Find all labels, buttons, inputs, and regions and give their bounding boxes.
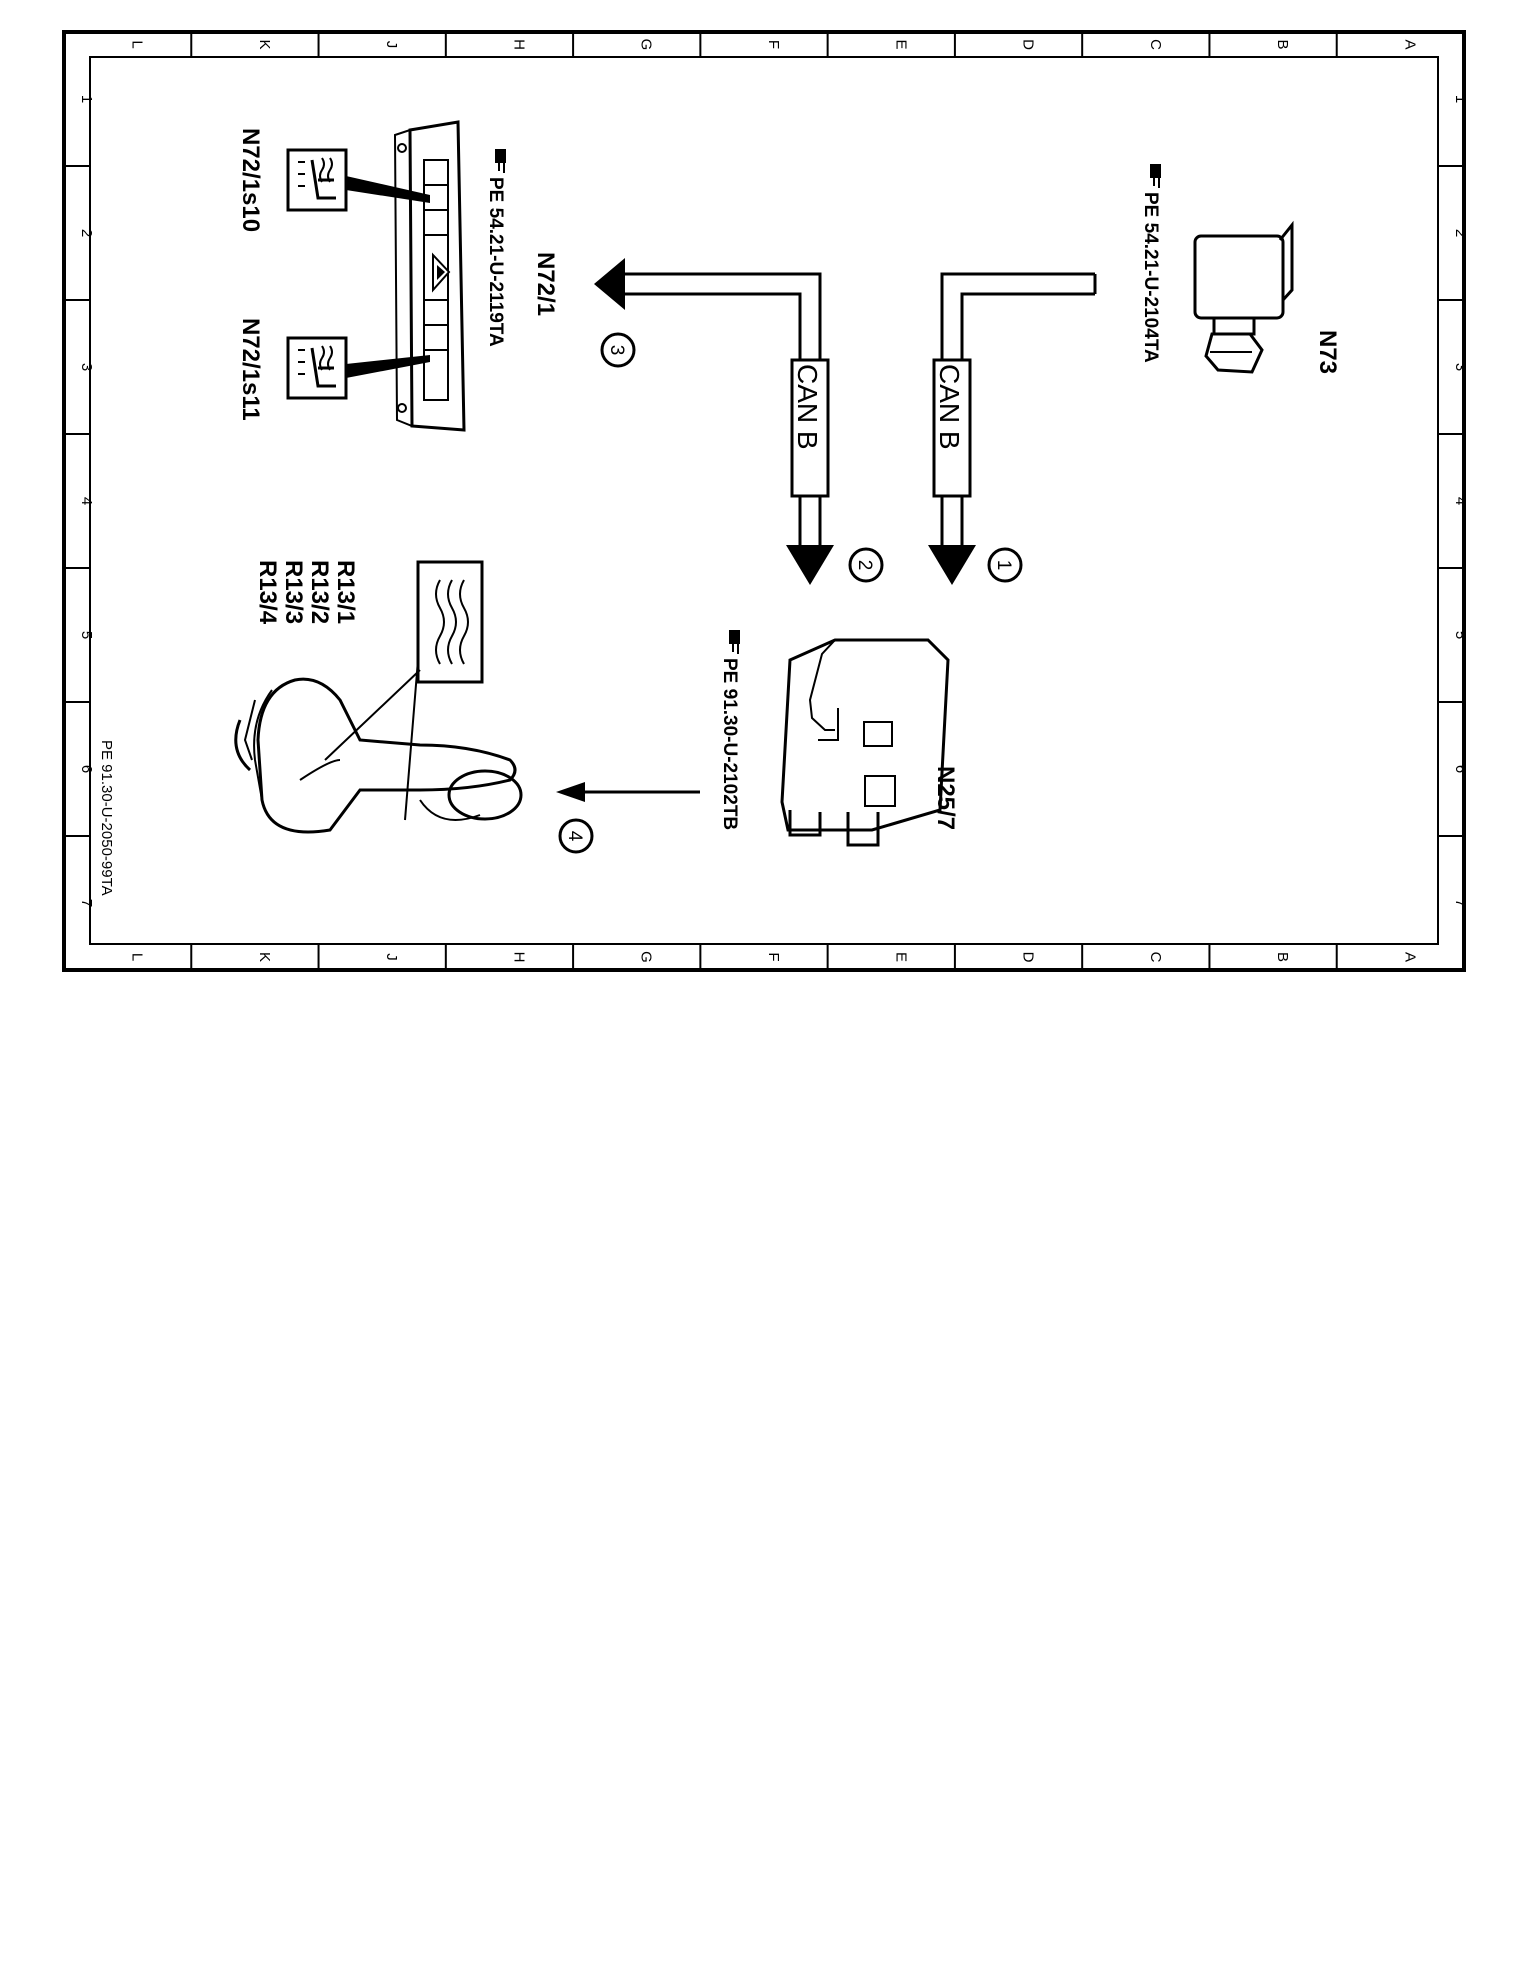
arrow-4: 4 xyxy=(556,782,700,854)
column-letter-top: J xyxy=(383,41,400,49)
can-line-2 xyxy=(594,258,834,585)
column-letter-top: A xyxy=(1401,39,1418,49)
row-number-right: 4 xyxy=(1452,497,1469,505)
n25-7-module-icon xyxy=(780,638,950,847)
column-letter-bottom: F xyxy=(765,952,782,961)
svg-text:2: 2 xyxy=(854,560,875,571)
n73-ref: PE 54.21-U-2104TA xyxy=(1140,192,1161,363)
row-number-left: 5 xyxy=(78,631,95,639)
column-letter-bottom: H xyxy=(510,952,527,963)
column-letter-bottom: D xyxy=(1020,952,1037,963)
heater-label-1: R13/1 xyxy=(332,560,359,624)
column-letter-top: L xyxy=(129,40,146,48)
n72-1-label: N72/1 xyxy=(532,252,559,316)
inner-frame xyxy=(89,56,1439,945)
column-letter-bottom: C xyxy=(1147,952,1164,963)
seat-heater-button-left-icon xyxy=(286,148,430,212)
hand-pointer-icon xyxy=(495,149,506,173)
column-letter-bottom: L xyxy=(129,953,146,961)
step-3-marker: 3 xyxy=(600,332,636,368)
row-number-left: 4 xyxy=(78,497,95,505)
column-letter-top: D xyxy=(1020,39,1037,50)
column-letter-top: B xyxy=(1274,39,1291,49)
row-number-right: 2 xyxy=(1452,229,1469,237)
column-letter-bottom: E xyxy=(892,952,909,962)
row-number-left: 6 xyxy=(78,765,95,773)
row-number-left: 3 xyxy=(78,363,95,371)
row-number-left: 1 xyxy=(78,95,95,103)
column-letter-top: C xyxy=(1147,39,1164,50)
column-letter-top: F xyxy=(765,40,782,49)
step-1-marker: 1 xyxy=(987,547,1023,583)
n72-1s11-label: N72/1s11 xyxy=(237,318,264,421)
svg-text:4: 4 xyxy=(564,831,585,842)
can-b-label-2: CAN B xyxy=(792,364,823,450)
row-number-right: 1 xyxy=(1452,95,1469,103)
svg-text:1: 1 xyxy=(993,560,1014,571)
column-letter-top: H xyxy=(510,39,527,50)
heater-label-2: R13/2 xyxy=(306,560,333,624)
column-letter-bottom: B xyxy=(1274,952,1291,962)
can-b-label-1: CAN B xyxy=(934,364,965,450)
row-number-right: 3 xyxy=(1452,363,1469,371)
heater-label-4: R13/4 xyxy=(254,560,281,625)
svg-text:3: 3 xyxy=(606,345,627,356)
column-letter-top: K xyxy=(256,39,273,49)
row-number-left: 2 xyxy=(78,229,95,237)
column-letter-top: E xyxy=(892,39,909,49)
hand-pointer-icon xyxy=(729,630,740,654)
n73-label: N73 xyxy=(1314,330,1341,374)
n72-1s10-label: N72/1s10 xyxy=(237,128,264,232)
heater-label-3: R13/3 xyxy=(280,560,307,624)
column-letter-bottom: A xyxy=(1401,952,1418,962)
n72-1-ref: PE 54.21-U-2119TA xyxy=(485,177,506,347)
column-letter-bottom: G xyxy=(638,951,655,963)
column-letter-bottom: J xyxy=(383,953,400,961)
row-number-left: 7 xyxy=(78,899,95,907)
footer-code: PE 91.30-U-2050-99TA xyxy=(98,740,115,896)
control-panel-icon xyxy=(393,120,466,432)
row-number-right: 7 xyxy=(1452,899,1469,907)
seat-heater-button-right-icon xyxy=(286,336,430,400)
row-number-right: 5 xyxy=(1452,631,1469,639)
n73-switch-icon xyxy=(1193,220,1294,374)
step-2-marker: 2 xyxy=(848,547,884,583)
n25-7-label: N25/7 xyxy=(932,766,959,830)
heated-seat-icon xyxy=(234,560,523,834)
column-letter-top: G xyxy=(638,39,655,51)
n25-7-ref: PE 91.30-U-2102TB xyxy=(719,658,740,830)
outer-frame xyxy=(62,30,1466,972)
grid-ruler: L L K K J J H H G G F F E E D D C C B B A A 1 1 2 2 3 3 4 4 5 5 6 6 7 7 xyxy=(64,32,1469,970)
can-line-1 xyxy=(928,272,1097,585)
column-letter-bottom: K xyxy=(256,952,273,962)
hand-pointer-icon xyxy=(1150,164,1161,188)
row-number-right: 6 xyxy=(1452,765,1469,773)
